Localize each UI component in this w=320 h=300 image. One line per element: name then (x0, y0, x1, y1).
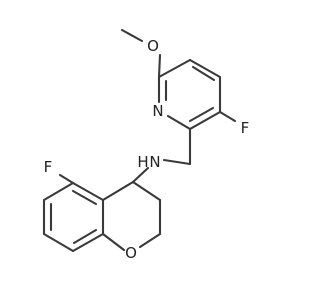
bond (157, 53, 162, 79)
bond (71, 181, 105, 202)
bond (42, 232, 75, 253)
bond (188, 58, 222, 79)
bond (72, 228, 98, 245)
bond (166, 114, 192, 131)
fluorine-chromane-label: F (44, 158, 53, 176)
bond (131, 180, 162, 202)
bond (157, 58, 192, 79)
structure-canvas: O N F N H F O (42, 28, 250, 262)
hydrogen-amine-label: H (137, 153, 148, 171)
oxygen-methoxy-label: O (147, 37, 159, 55)
bond (71, 189, 98, 206)
nitrogen-amine-label: N (149, 153, 160, 171)
bond (58, 173, 75, 185)
nitrogen-pyridine-label: N (152, 102, 163, 120)
bond (188, 110, 222, 131)
molecule-structure: O N F N H F O (42, 28, 250, 262)
fluorine-pyridine-label: F (241, 119, 250, 137)
bond (131, 166, 150, 184)
bond (162, 158, 192, 166)
bond (191, 65, 216, 82)
bond (188, 106, 215, 123)
bond (120, 28, 144, 43)
bond (101, 232, 126, 252)
bond (42, 181, 75, 202)
bond (101, 180, 135, 202)
oxygen-chromane-label: O (125, 244, 137, 262)
bond (138, 232, 162, 249)
bond (218, 110, 237, 123)
bond (71, 232, 105, 253)
